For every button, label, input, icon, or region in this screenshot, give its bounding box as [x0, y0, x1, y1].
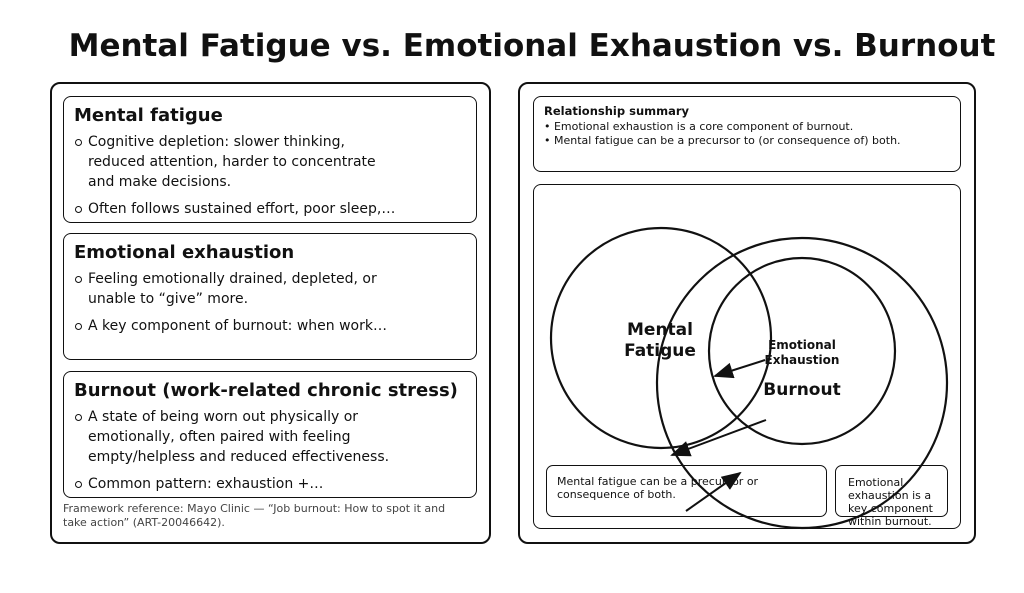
card-heading: Emotional exhaustion — [74, 242, 295, 263]
bullet: A key component of burnout: when work… — [74, 316, 466, 336]
bullet: Common pattern: exhaustion +… — [74, 474, 466, 494]
definitions-panel — [50, 82, 491, 544]
bullet: Feeling emotionally drained, depleted, o… — [74, 269, 408, 309]
bullet: Often follows sustained effort, poor sle… — [74, 199, 466, 219]
diagram-box — [533, 184, 961, 529]
note-text: Emotional exhaustion is a key component … — [848, 476, 933, 528]
bullet: Cognitive depletion: slower thinking, re… — [74, 132, 398, 192]
label-emotional-exhaustion: Emotional Exhaustion — [764, 338, 840, 367]
mental-fatigue-circle — [549, 226, 773, 450]
framework-reference: Framework reference: Mayo Clinic — “Job … — [63, 502, 446, 529]
card-heading: Burnout (work-related chronic stress) — [74, 380, 458, 401]
card-burnout: Burnout (work-related chronic stress) A … — [63, 371, 477, 498]
label-mental-fatigue: Mental Fatigue — [624, 320, 696, 361]
bullet: A state of being worn out physically or … — [74, 407, 428, 467]
arrow — [670, 419, 767, 457]
card-heading: Mental fatigue — [74, 105, 223, 126]
page-title: Mental Fatigue vs. Emotional Exhaustion … — [68, 28, 996, 64]
note-text: Mental fatigue can be a precursor or con… — [557, 475, 759, 501]
note-emotional-exhaustion: Emotional exhaustion is a key component … — [835, 465, 948, 528]
summary-bullet: • Mental fatigue can be a precursor to (… — [544, 134, 901, 147]
emotional-exhaustion-circle — [707, 256, 897, 446]
arrow — [713, 359, 766, 379]
label-burnout: Burnout — [763, 380, 841, 400]
summary-heading: Relationship summary — [544, 104, 690, 118]
burnout-circle — [655, 236, 949, 530]
card-mental-fatigue: Mental fatigue Cognitive depletion: slow… — [63, 96, 477, 223]
card-emotional-exhaustion: Emotional exhaustion Feeling emotionally… — [63, 233, 477, 360]
note-mental-fatigue: Mental fatigue can be a precursor or con… — [546, 465, 827, 517]
relationship-summary: Relationship summary • Emotional exhaust… — [533, 96, 961, 172]
arrow — [685, 471, 742, 512]
summary-bullet: • Emotional exhaustion is a core compone… — [544, 120, 854, 133]
diagram-panel — [518, 82, 976, 544]
